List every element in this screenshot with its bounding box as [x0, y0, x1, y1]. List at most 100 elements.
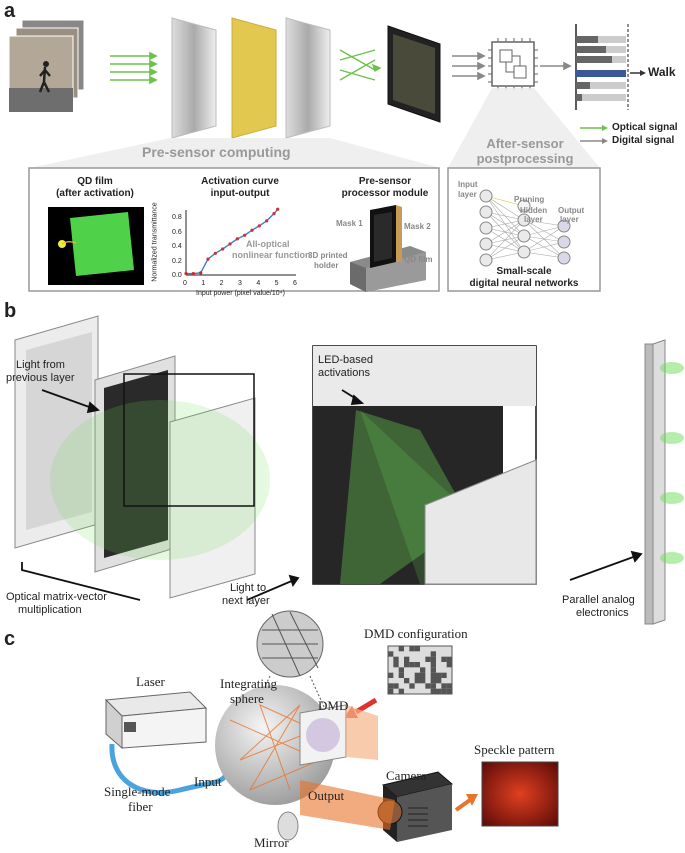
activation-point	[243, 233, 247, 237]
y-tick-label: 0.6	[172, 228, 182, 236]
qd-film-label: QD film	[404, 255, 433, 264]
activation-point	[250, 228, 254, 232]
video-frames	[8, 19, 85, 113]
activation-point	[228, 242, 232, 246]
led-label-1: LED-based	[318, 354, 374, 366]
chart-xlabel: Input power (pixel value/10⁴)	[196, 290, 286, 297]
integrating-label-1: Integrating	[220, 676, 278, 691]
y-tick-label: 0.2	[172, 257, 182, 265]
x-tick-label: 5	[274, 280, 279, 287]
integrating-label-2: sphere	[230, 691, 264, 706]
nn-node	[517, 213, 531, 227]
layer-plate-mid	[94, 355, 176, 573]
chart-note-2: nonlinear function	[232, 250, 311, 260]
signal-legend	[580, 125, 608, 144]
activation-point	[213, 251, 217, 255]
nn-output-1: Output	[558, 206, 585, 215]
output-label: Output	[308, 788, 345, 803]
mask2-label: Mask 2	[404, 222, 431, 231]
nn-node	[517, 245, 531, 259]
legend-digital: Digital signal	[612, 135, 675, 146]
nn-input-1: Input	[458, 180, 478, 189]
light-next-2: next layer	[222, 595, 270, 607]
panel-b-label: b	[4, 300, 17, 322]
camera-label: Camera	[386, 768, 427, 783]
act-title-2: input-output	[210, 188, 270, 199]
laser-box	[104, 691, 208, 750]
activation-chart	[184, 207, 296, 276]
input-label: Input	[194, 774, 222, 789]
output-beam	[300, 780, 395, 830]
qd-title-2: (after activation)	[56, 188, 134, 199]
mask-plate-1	[171, 17, 217, 139]
single-mode-label-1: Single-mode	[104, 784, 171, 799]
module-title-2: processor module	[341, 188, 429, 199]
x-tick-label: 3	[238, 280, 242, 287]
legend-optical: Optical signal	[612, 122, 678, 133]
mirror	[277, 811, 299, 841]
nn-node	[479, 237, 493, 251]
speckle-pattern-image	[481, 761, 559, 827]
x-tick-label: 0	[183, 280, 187, 287]
x-tick-label: 6	[293, 280, 297, 287]
panel-c-label: c	[4, 628, 16, 650]
activation-point	[257, 224, 261, 228]
omvm-label-1: Optical matrix-vector	[6, 591, 107, 603]
single-mode-label-2: fiber	[128, 799, 153, 814]
chart-ylabel: Normalized transmittance	[151, 202, 159, 282]
after-sensor-title-1: After-sensor	[486, 136, 564, 151]
module-title-1: Pre-sensor	[358, 176, 412, 187]
activation-point	[272, 212, 276, 216]
nn-node	[479, 221, 493, 235]
parallel-label-1: Parallel analog	[562, 594, 635, 606]
parallel-electronics-strip	[644, 339, 684, 625]
activation-point	[199, 271, 203, 275]
layer-plate-left	[14, 315, 99, 549]
zoom-panel	[312, 345, 537, 585]
x-tick-label: 4	[256, 280, 261, 287]
mirror-label: Mirror	[254, 835, 289, 850]
nn-node	[557, 219, 571, 233]
act-title-1: Activation curve	[201, 176, 279, 187]
neural-network	[479, 189, 571, 267]
dmd-configuration-image	[387, 645, 453, 695]
processor-chip	[488, 38, 538, 90]
activation-point	[206, 257, 210, 261]
holder-label-2: holder	[314, 261, 339, 270]
activation-point	[221, 247, 225, 251]
mask-plate-2	[285, 17, 331, 139]
parallel-label-2: electronics	[576, 607, 629, 619]
nn-node	[517, 199, 531, 213]
qd-plate	[231, 17, 277, 139]
dmd-label: DMD	[318, 698, 349, 713]
led-label-2: activations	[318, 367, 370, 379]
processor-module	[350, 205, 426, 292]
light-prev-2: previous layer	[6, 372, 75, 384]
optical-arrows-out	[339, 49, 382, 81]
after-sensor-title-2: postprocessing	[476, 151, 574, 166]
holder-label-1: 3D printed	[308, 251, 348, 260]
nn-output-2: layer	[560, 215, 579, 224]
panel-b-arrows	[21, 389, 643, 601]
y-tick-label: 0.8	[172, 214, 182, 222]
nn-node	[479, 189, 493, 203]
nn-caption-1: Small-scale	[496, 266, 552, 277]
activation-point	[265, 219, 269, 223]
integrating-sphere	[215, 685, 378, 805]
laser-label: Laser	[136, 674, 165, 689]
x-tick-label: 2	[219, 280, 224, 287]
nn-node	[557, 235, 571, 249]
nn-hidden-1: Hidden	[520, 206, 548, 215]
x-tick-label: 1	[201, 280, 206, 287]
nn-input-2: layer	[458, 190, 477, 199]
nn-caption-2: digital neural networks	[469, 278, 579, 289]
panel-a-label: a	[4, 0, 16, 22]
activation-point	[191, 271, 195, 276]
nn-node	[479, 253, 493, 267]
pre-sensor-title: Pre-sensor computing	[142, 144, 291, 160]
activation-point	[235, 237, 239, 241]
mask1-label: Mask 1	[336, 219, 363, 228]
light-next-1: Light to	[230, 582, 267, 594]
qd-title-1: QD film	[77, 176, 113, 187]
nn-node	[517, 229, 531, 243]
